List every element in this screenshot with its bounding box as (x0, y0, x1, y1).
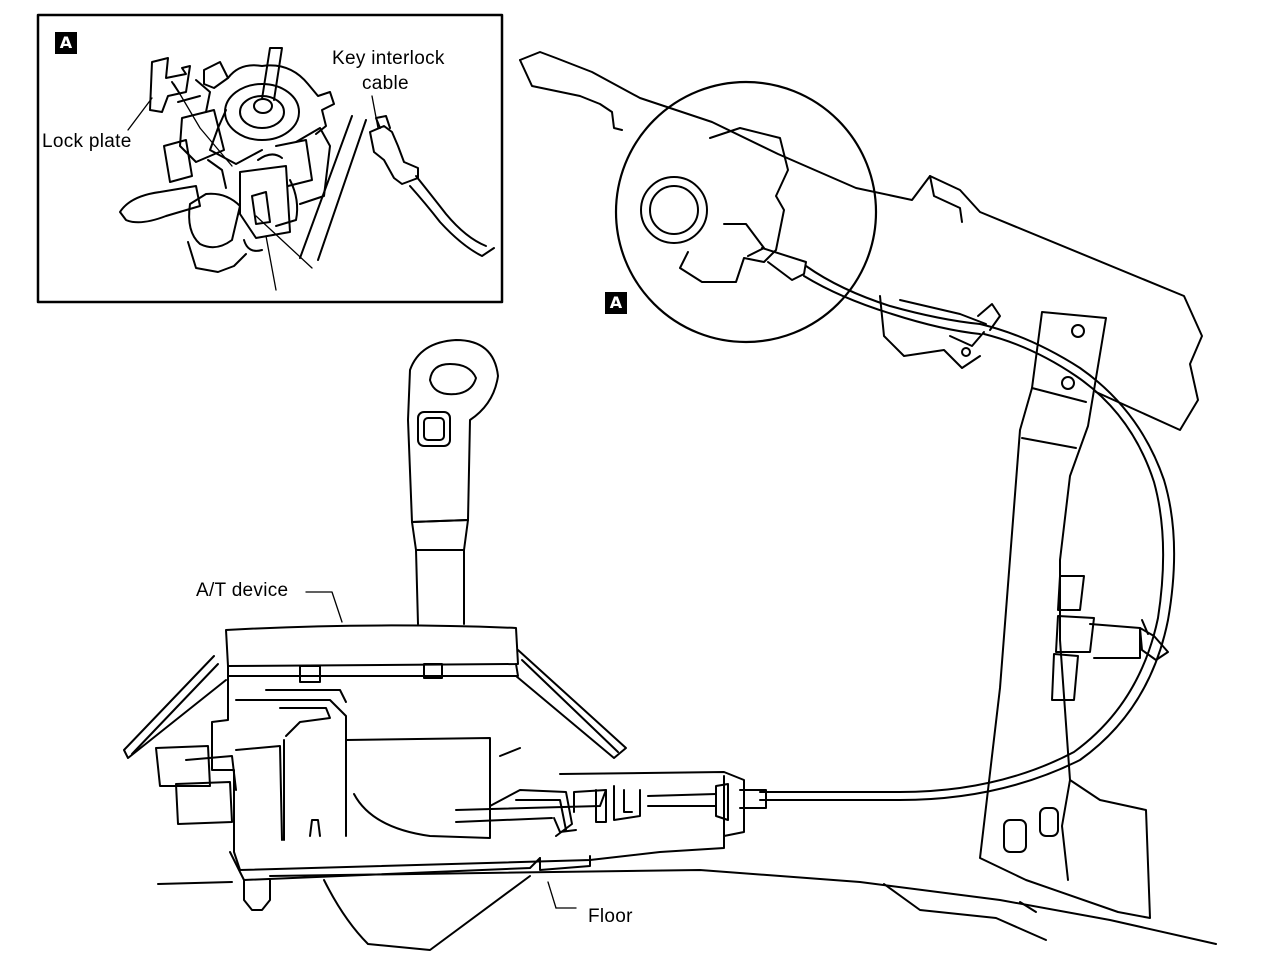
at-device-body (123, 624, 767, 911)
detail-badge-a: A (605, 292, 627, 314)
shift-knob (407, 339, 499, 523)
main-leader-lines (305, 591, 577, 909)
lock-plate (149, 57, 191, 113)
key-cylinder-assembly (119, 47, 335, 273)
floor-label: Floor (588, 906, 633, 927)
key-interlock-cable-label-line2: cable (362, 73, 409, 94)
pedal-bracket (979, 311, 1151, 919)
key-interlock-cable (759, 323, 1176, 801)
at-device-label: A/T device (196, 580, 289, 601)
lock-plate-label: Lock plate (42, 131, 132, 152)
shift-lever-shaft (411, 519, 469, 625)
key-interlock-cable-end (299, 115, 495, 261)
key-interlock-cable-label-line1: Key interlock (332, 48, 445, 69)
steering-column (519, 51, 1203, 431)
inset-detail-box (36, 13, 504, 304)
detail-circle (614, 80, 981, 344)
inset-leader-lines (127, 83, 379, 291)
inset-badge-a: A (55, 32, 77, 54)
floor (157, 869, 1217, 951)
